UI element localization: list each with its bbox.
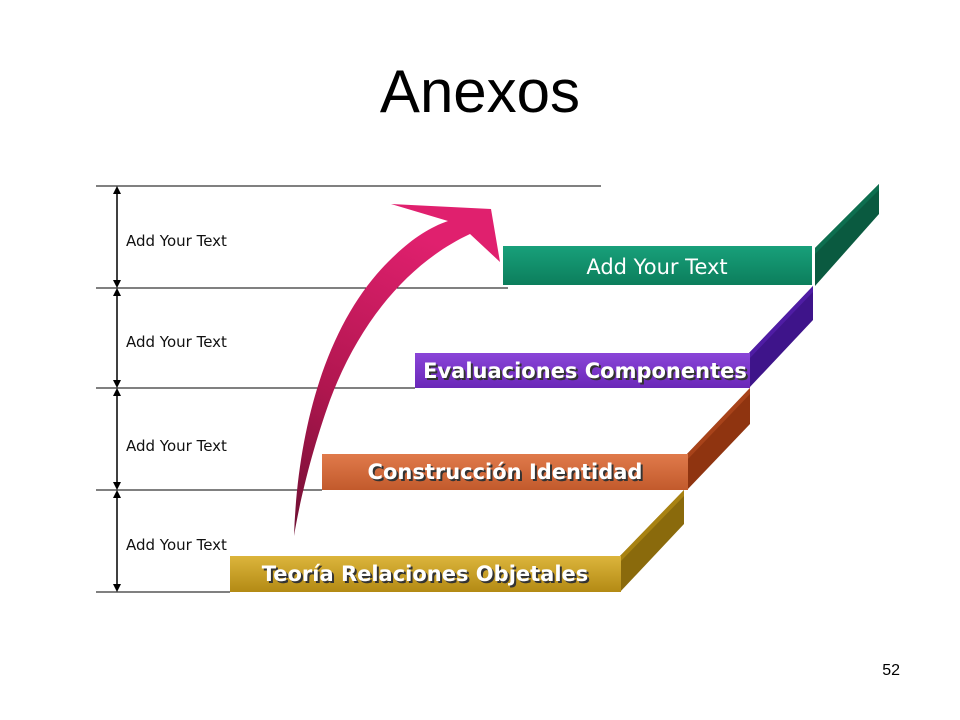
page-number: 52 — [882, 662, 900, 679]
step-1-label-shadow: Teoría Relaciones Objetales — [264, 564, 591, 588]
slide-title: Anexos — [379, 58, 581, 125]
side-label-4: Add Your Text — [126, 536, 227, 554]
step-1-riser — [620, 490, 684, 592]
step-4-riser — [815, 184, 879, 286]
step-3-label: Evaluaciones Componentes — [423, 359, 747, 383]
side-label-3: Add Your Text — [126, 437, 227, 455]
step-4-label: Add Your Text — [586, 255, 727, 279]
step-2: Construcción Identidad Construcción Iden… — [322, 388, 750, 490]
step-2-riser — [687, 388, 750, 490]
step-3-label-shadow: Evaluaciones Componentes — [425, 361, 749, 385]
side-label-2: Add Your Text — [126, 333, 227, 351]
guide-lines — [96, 185, 601, 593]
step-1-label: Teoría Relaciones Objetales — [262, 562, 589, 586]
step-3: Evaluaciones Componentes Evaluaciones Co… — [415, 286, 813, 388]
step-2-label-shadow: Construcción Identidad — [370, 462, 645, 486]
step-2-label: Construcción Identidad — [368, 460, 643, 484]
growth-arrow — [294, 204, 500, 536]
step-2-top — [687, 388, 750, 460]
side-label-1: Add Your Text — [126, 232, 227, 250]
step-4-top — [815, 184, 879, 254]
dimension-arrow-4 — [113, 490, 121, 592]
step-4-bar — [503, 246, 812, 285]
step-3-riser — [749, 286, 813, 388]
step-1-bar — [230, 556, 621, 592]
dimension-arrow-3 — [113, 388, 121, 490]
step-4: Add Your Text — [503, 184, 879, 286]
step-2-bar — [322, 454, 688, 490]
step-3-top — [749, 286, 813, 359]
step-1: Teoría Relaciones Objetales Teoría Relac… — [230, 490, 684, 592]
step-3-bar — [415, 353, 750, 388]
dimension-arrows — [113, 186, 121, 592]
dimension-arrow-2 — [113, 288, 121, 388]
step-1-top — [620, 490, 684, 562]
dimension-arrow-1 — [113, 186, 121, 288]
